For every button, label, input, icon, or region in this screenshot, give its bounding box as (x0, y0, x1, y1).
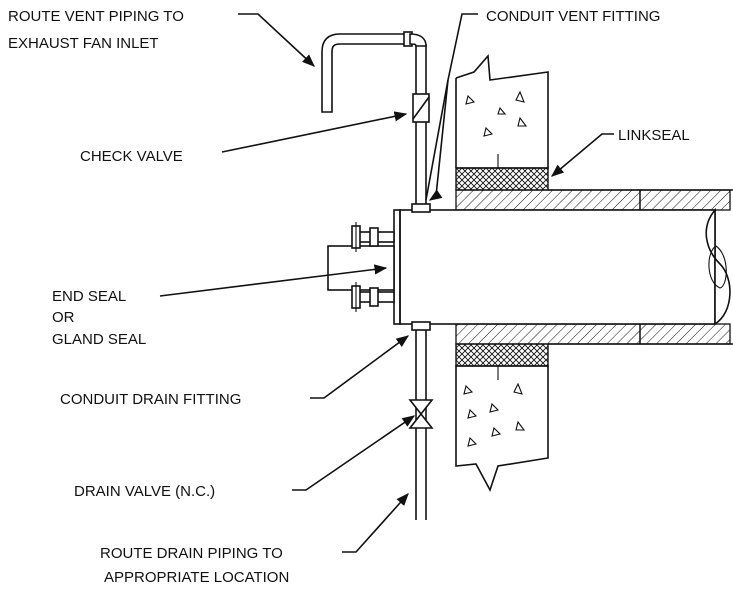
aggregate-marks-lower (463, 382, 526, 447)
label-route-drain-line2: APPROPRIATE LOCATION (104, 569, 289, 586)
linkseal (455, 167, 549, 367)
label-route-drain-line1: ROUTE DRAIN PIPING TO (100, 545, 283, 562)
label-linkseal: LINKSEAL (618, 127, 690, 144)
label-route-vent-line1: ROUTE VENT PIPING TO (8, 8, 184, 25)
label-conduit-vent-fitting: CONDUIT VENT FITTING (486, 8, 660, 25)
concrete-wall-lower (455, 365, 549, 493)
aggregate-marks-upper (465, 90, 528, 137)
vent-piping (321, 31, 431, 213)
labels: ROUTE VENT PIPING TO EXHAUST FAN INLET C… (8, 8, 690, 586)
label-end-seal-line2: OR (52, 309, 75, 326)
gland-bolt-upper (351, 222, 395, 252)
label-check-valve: CHECK VALVE (80, 148, 183, 165)
label-end-seal-line1: END SEAL (52, 288, 126, 305)
drain-valve (408, 399, 434, 429)
check-valve (412, 93, 430, 123)
label-drain-valve: DRAIN VALVE (N.C.) (74, 483, 215, 500)
gland-bolt-lower (351, 282, 395, 312)
label-route-vent-line2: EXHAUST FAN INLET (8, 35, 159, 52)
label-end-seal-line3: GLAND SEAL (52, 331, 146, 348)
label-conduit-drain-fitting: CONDUIT DRAIN FITTING (60, 391, 241, 408)
conduit-pipe (393, 207, 731, 326)
concrete-wall-upper (455, 54, 549, 169)
leader-lines (159, 13, 614, 553)
end-seal (327, 222, 395, 312)
